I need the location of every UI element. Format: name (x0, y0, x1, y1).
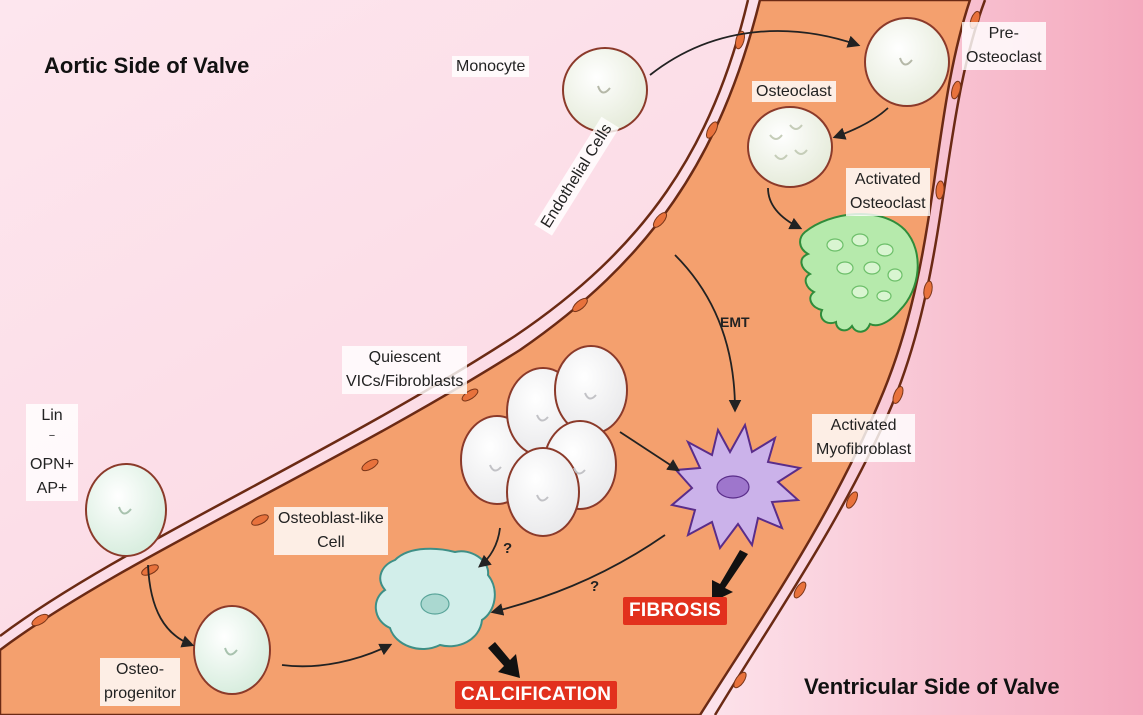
question-mark-vic-path: ? (503, 540, 512, 557)
question-mark-myofibroblast-path: ? (590, 578, 599, 595)
calcification-badge: CALCIFICATION (455, 681, 617, 709)
osteoblast-like-cell (376, 549, 495, 649)
pre-osteoclast-cell (865, 18, 949, 106)
osteoclast-label: Osteoclast (752, 82, 836, 102)
monocyte-label: Monocyte (452, 57, 529, 77)
lin-superscript: − (49, 430, 55, 442)
emt-label: EMT (720, 312, 750, 332)
pre-osteoclast-label: Pre-Osteoclast (962, 22, 1046, 70)
osteoclast-cell (748, 107, 832, 187)
aortic-side-label: Aortic Side of Valve (44, 53, 249, 79)
ventricular-side-label: Ventricular Side of Valve (804, 674, 1060, 700)
lin-opn-ap-label: Lin− OPN+ AP+ (26, 404, 78, 501)
osteoprogenitor-label: Osteo-progenitor (100, 658, 180, 706)
lin-text: Lin (30, 406, 74, 426)
lin-negative-cell (86, 464, 166, 556)
osteoprogenitor-cell (194, 606, 270, 694)
fibrosis-badge: FIBROSIS (623, 597, 727, 625)
